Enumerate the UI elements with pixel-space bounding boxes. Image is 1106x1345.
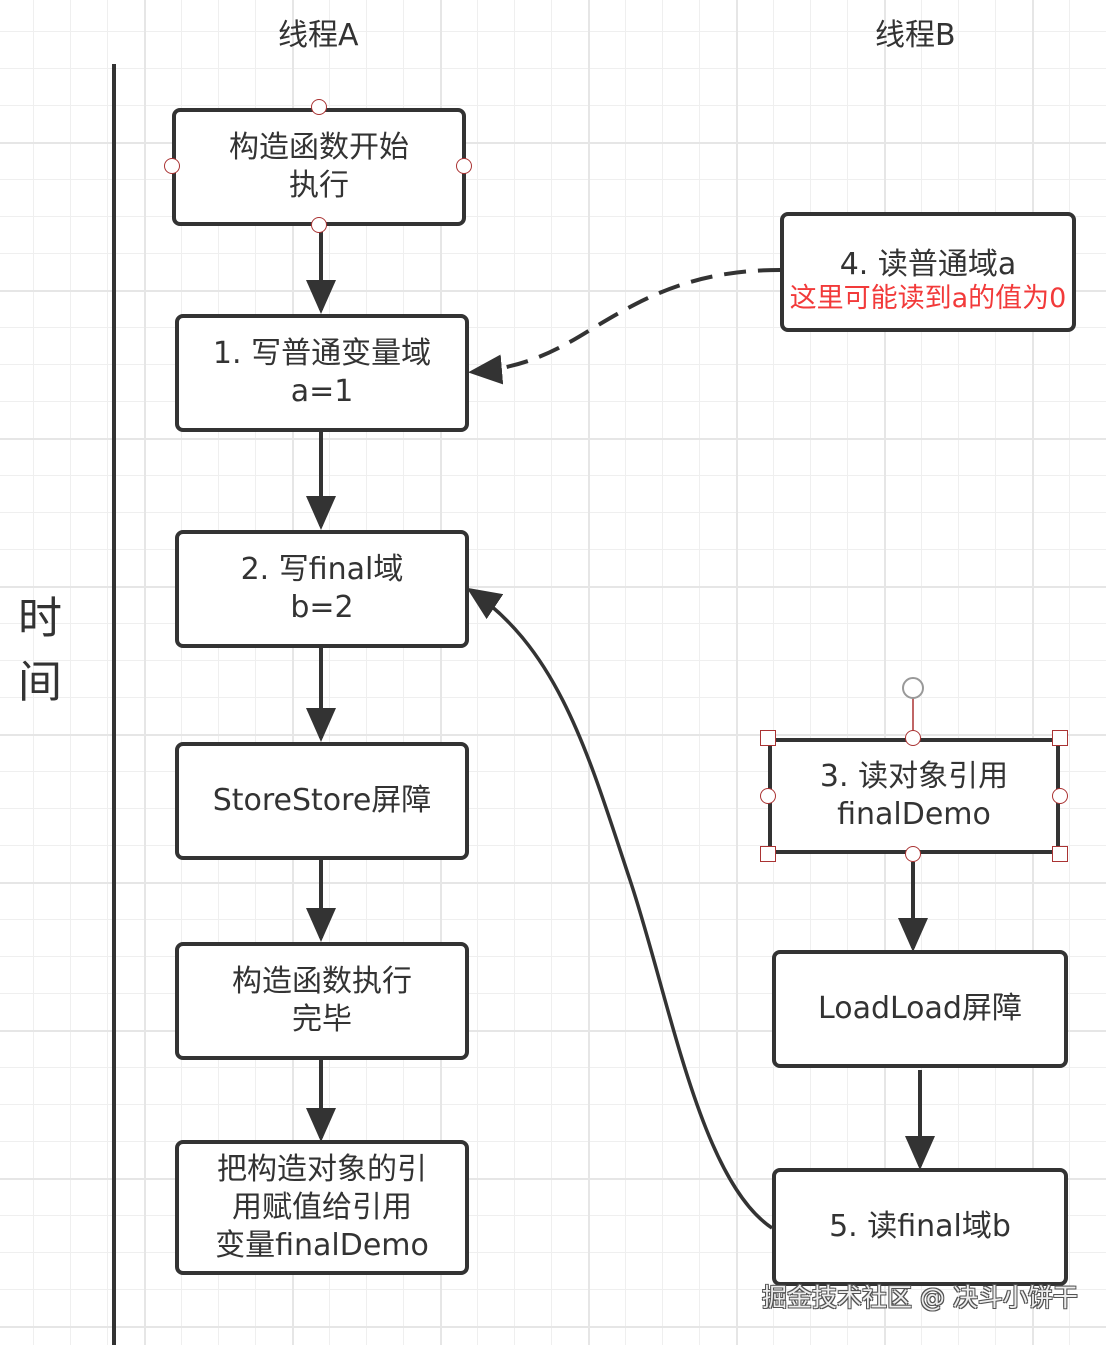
thread-b-header: 线程B [875, 18, 956, 53]
node-text: 4. 读普通域a [839, 247, 1017, 282]
node-text: 3. 读对象引用 [819, 759, 1009, 794]
connection-handle-left[interactable] [760, 788, 776, 804]
node-storestore-barrier[interactable]: StoreStore屏障 [175, 742, 469, 860]
node-read-normal[interactable]: 4. 读普通域a 这里可能读到a的值为0 [780, 212, 1076, 332]
node-write-normal[interactable]: 1. 写普通变量域 a=1 [175, 314, 469, 432]
node-text: 构造函数执行 [232, 964, 412, 999]
node-text: 完毕 [292, 1002, 352, 1037]
node-text: 把构造对象的引 [217, 1151, 427, 1187]
connection-handle-left[interactable] [164, 158, 180, 174]
node-text: StoreStore屏障 [212, 783, 432, 818]
connection-handle-bottom[interactable] [311, 217, 327, 233]
resize-handle-bottom-right[interactable] [1052, 846, 1068, 862]
curve-arrow-read-final-to-write-final [466, 587, 773, 1230]
node-text: finalDemo [837, 797, 991, 832]
resize-handle-top-left[interactable] [760, 730, 776, 746]
resize-handle-bottom-left[interactable] [760, 846, 776, 862]
resize-handle-top-right[interactable] [1052, 730, 1068, 746]
node-text: 执行 [289, 168, 349, 203]
node-ctor-end[interactable]: 构造函数执行 完毕 [175, 942, 469, 1060]
connection-handle-right[interactable] [1052, 788, 1068, 804]
node-text: 变量finalDemo [215, 1227, 429, 1263]
node-note-red: 这里可能读到a的值为0 [789, 283, 1067, 314]
node-read-ref-selected[interactable]: 3. 读对象引用 finalDemo [768, 738, 1060, 854]
dashed-arrow-read-normal-to-write-normal [468, 268, 781, 385]
time-label-1: 时 [18, 593, 62, 644]
thread-a-header: 线程A [278, 18, 359, 53]
connection-handle-bottom[interactable] [905, 846, 921, 862]
node-ctor-start[interactable]: 构造函数开始 执行 [172, 108, 466, 226]
node-assign-ref[interactable]: 把构造对象的引 用赋值给引用 变量finalDemo [175, 1140, 469, 1275]
node-text: LoadLoad屏障 [818, 991, 1022, 1026]
node-text: 1. 写普通变量域 [212, 336, 432, 371]
connection-handle-right[interactable] [456, 158, 472, 174]
node-write-final[interactable]: 2. 写final域 b=2 [175, 530, 469, 648]
node-loadload-barrier[interactable]: LoadLoad屏障 [772, 950, 1068, 1068]
node-text: 5. 读final域b [829, 1209, 1011, 1244]
watermark: 掘金技术社区 @ 决斗小饼干 [762, 1283, 1078, 1312]
node-text: 构造函数开始 [229, 130, 409, 165]
node-text: 2. 写final域 [240, 552, 404, 587]
connection-handle-top[interactable] [311, 99, 327, 115]
node-text: a=1 [290, 374, 354, 409]
rotate-handle[interactable] [902, 677, 924, 699]
connection-handle-top[interactable] [905, 730, 921, 746]
node-text: 用赋值给引用 [232, 1189, 412, 1225]
node-text: b=2 [290, 590, 354, 625]
time-label-2: 间 [18, 657, 62, 708]
node-read-final[interactable]: 5. 读final域b [772, 1168, 1068, 1286]
